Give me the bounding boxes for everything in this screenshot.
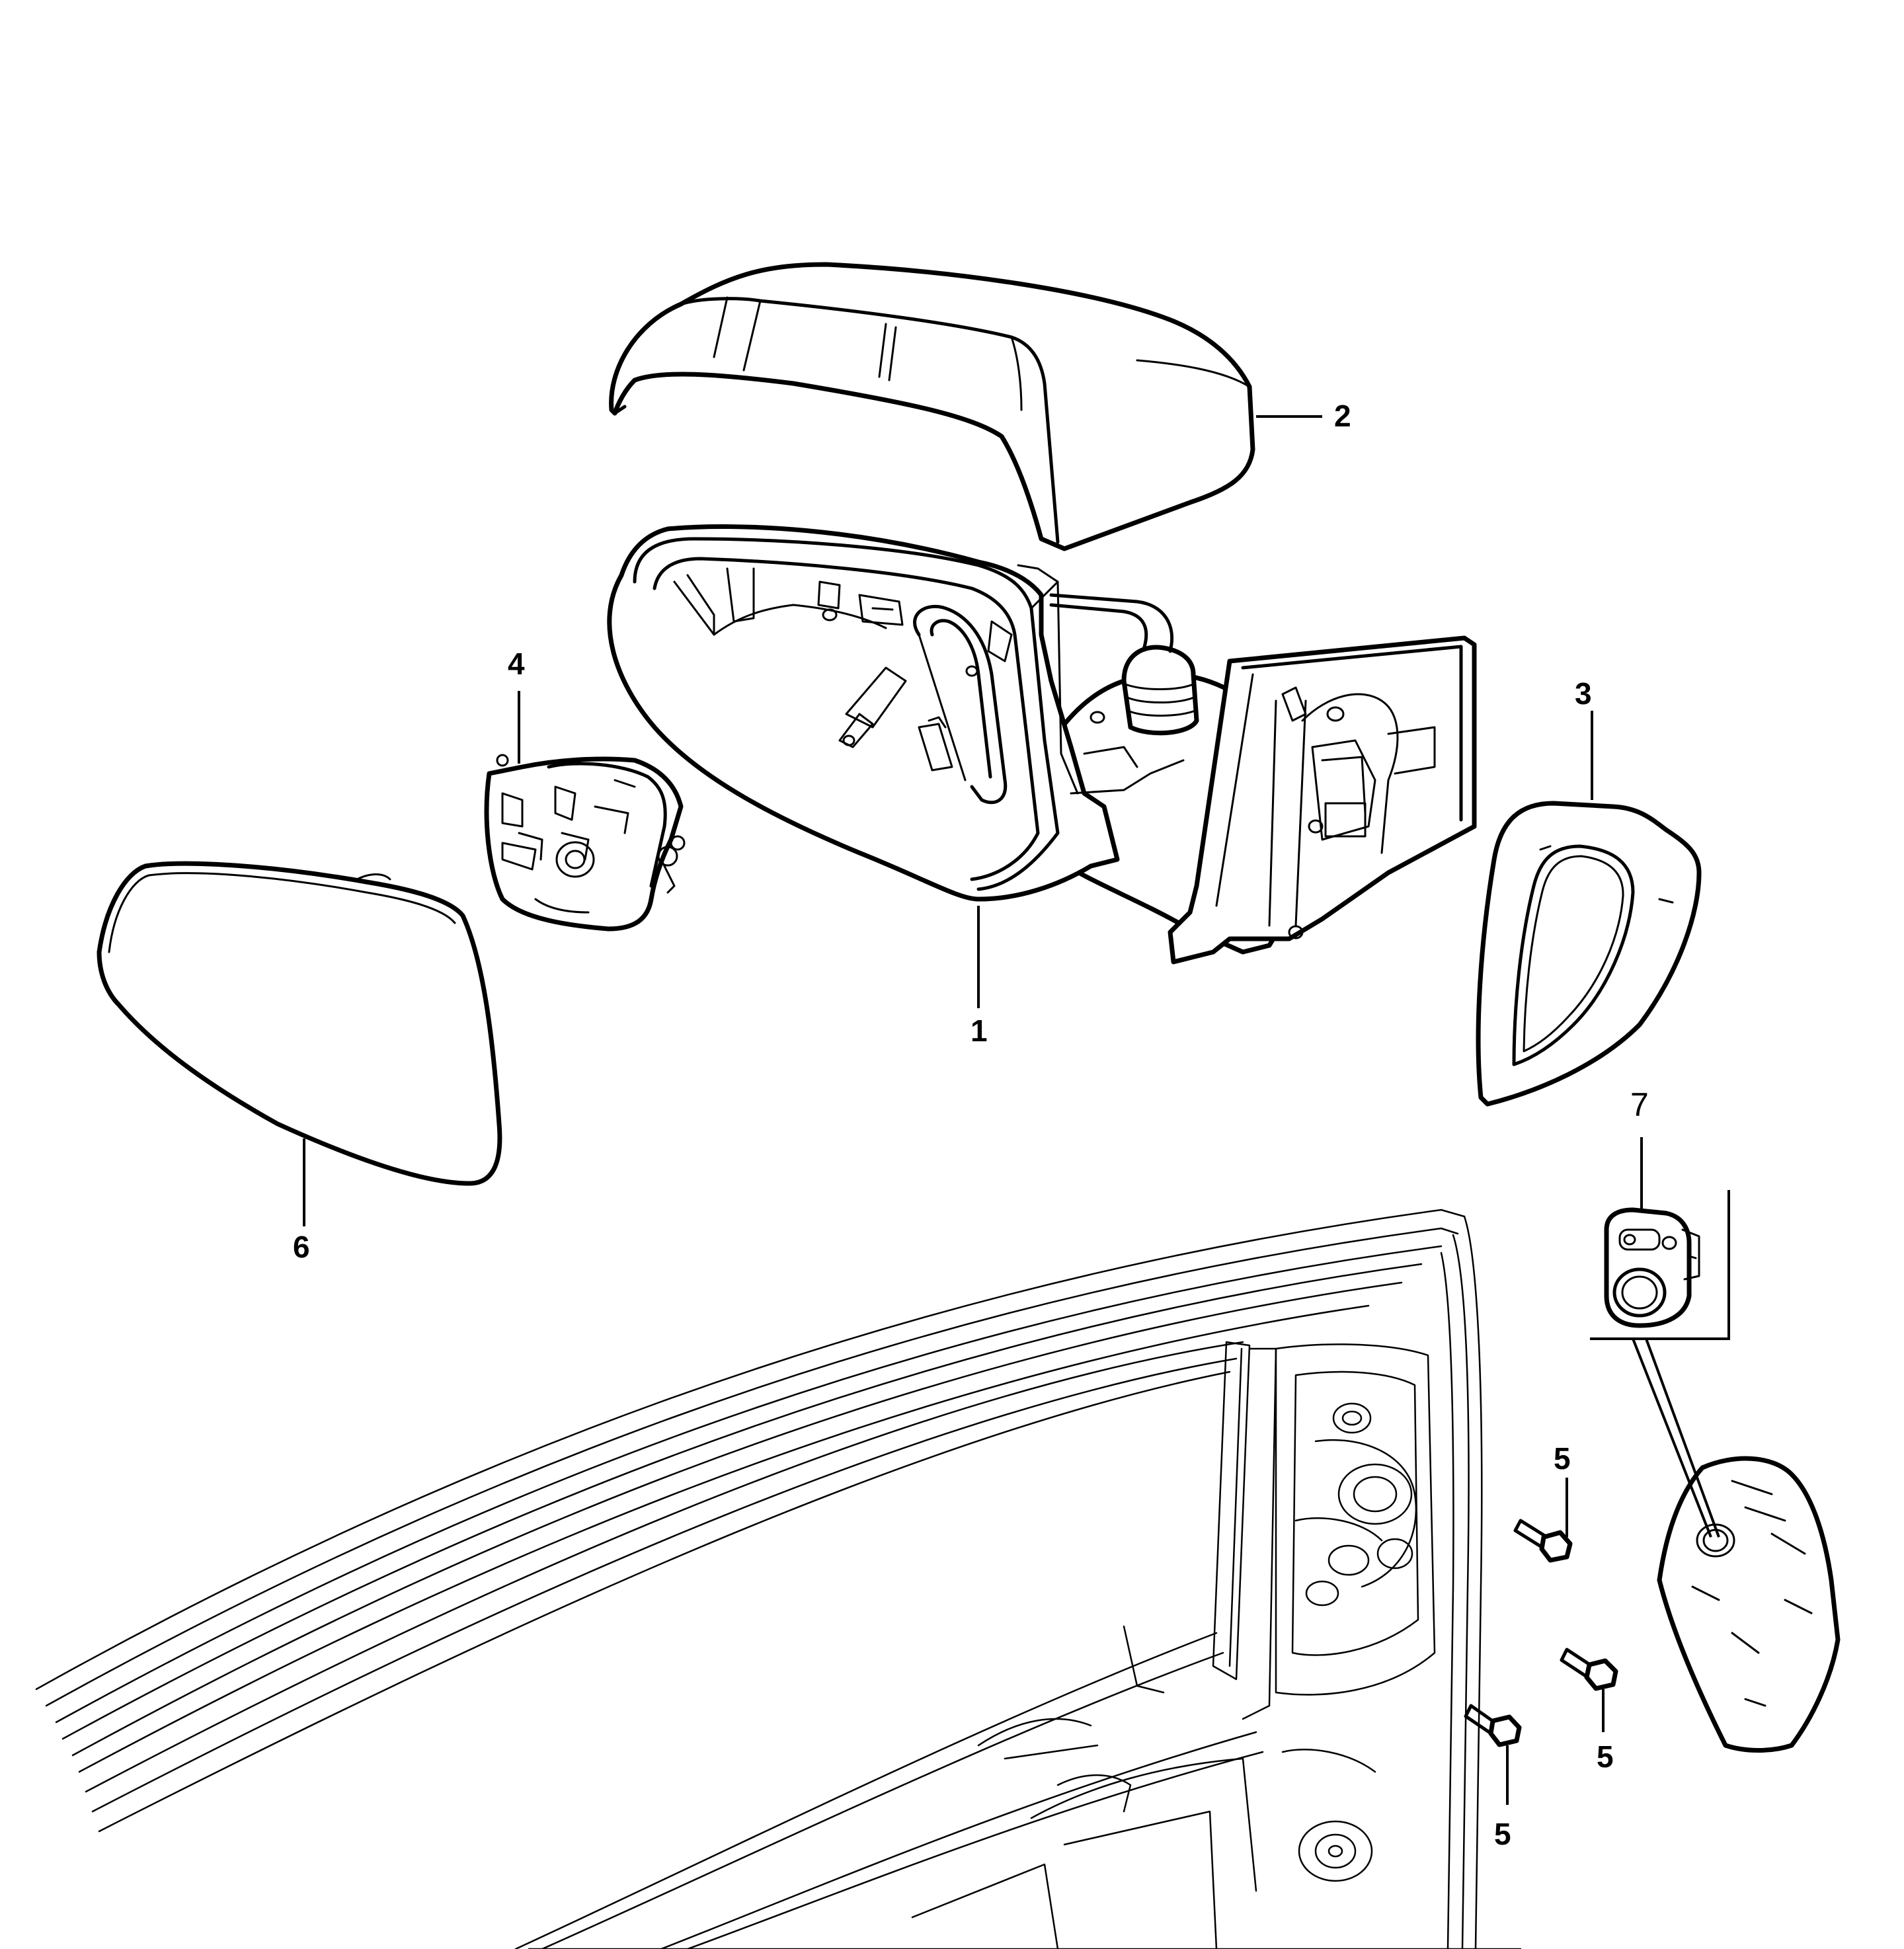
leader-7-pointer-b: [1645, 1338, 1720, 1538]
callout-6: 6: [293, 1230, 310, 1264]
mirror-control-switch: [1604, 1207, 1700, 1328]
callout-4: 4: [508, 647, 525, 681]
leader-7-bracket: [1590, 1190, 1730, 1340]
callout-5-lower: 5: [1494, 1817, 1511, 1851]
mirror-cover-cap: [609, 262, 1255, 551]
door-panel: [35, 1209, 1522, 1949]
callout-2: 2: [1334, 399, 1351, 433]
bolt-upper: [1513, 1519, 1573, 1563]
callout-labels: 1 2 3 4 5 5 5 6 7: [293, 399, 1649, 1851]
leader-7-pointer-a: [1632, 1338, 1712, 1538]
mirror-housing-assembly: [607, 524, 1477, 965]
callout-7: 7: [1630, 1086, 1649, 1123]
callout-5-upper: 5: [1554, 1441, 1571, 1476]
door-trim-piece: [1657, 1456, 1841, 1753]
leader-lines: [303, 415, 1730, 1805]
glass-actuator-motor: [484, 754, 686, 932]
callout-5-middle: 5: [1597, 1739, 1614, 1774]
mirror-base-gasket: [1476, 801, 1702, 1107]
bolt-lower: [1464, 1704, 1522, 1747]
callout-3: 3: [1575, 676, 1592, 711]
mirror-glass: [97, 861, 502, 1186]
bolt-middle: [1560, 1648, 1618, 1691]
callout-1: 1: [971, 1014, 988, 1048]
